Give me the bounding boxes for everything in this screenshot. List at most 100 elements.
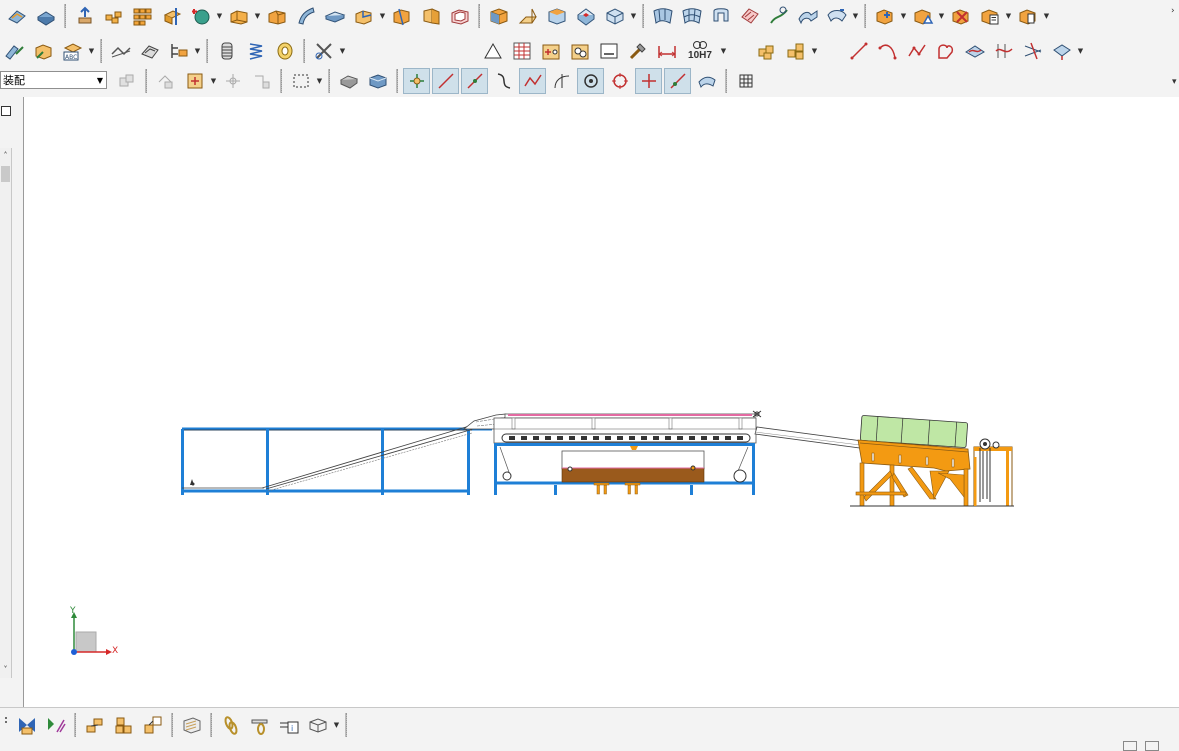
spline-tool-icon[interactable] bbox=[932, 38, 959, 64]
arc-tool-icon[interactable] bbox=[874, 38, 901, 64]
assembly-parts-icon[interactable] bbox=[753, 38, 780, 64]
snap-point-icon[interactable] bbox=[219, 68, 246, 94]
panel-restore-icon[interactable] bbox=[1, 106, 11, 116]
draft-face-icon[interactable] bbox=[543, 3, 570, 29]
dropdown-arrow[interactable]: ▼ bbox=[1005, 11, 1012, 20]
line-tool-icon[interactable] bbox=[845, 38, 872, 64]
dropdown-arrow[interactable]: ▼ bbox=[720, 46, 727, 55]
triad-select-icon[interactable] bbox=[181, 68, 208, 94]
snap-tangent-icon[interactable] bbox=[490, 68, 517, 94]
smart-snap-icon[interactable] bbox=[403, 68, 430, 94]
dropdown-arrow[interactable]: ▼ bbox=[210, 77, 217, 85]
fastener-link-icon[interactable] bbox=[246, 712, 273, 738]
scroll-up-icon[interactable]: ˄ bbox=[3, 151, 8, 160]
surface-extend-icon[interactable] bbox=[794, 3, 821, 29]
curve-offset-icon[interactable] bbox=[1048, 38, 1075, 64]
thicken-surface-icon[interactable] bbox=[321, 3, 348, 29]
insert-part-icon[interactable] bbox=[871, 3, 898, 29]
component-properties-icon[interactable] bbox=[976, 3, 1003, 29]
polyline-tool-icon[interactable] bbox=[903, 38, 930, 64]
dropdown-arrow[interactable]: ▼ bbox=[194, 46, 201, 55]
surface-finish-icon[interactable] bbox=[624, 38, 651, 64]
sketch-surface-icon[interactable] bbox=[3, 3, 30, 29]
table-grid-icon[interactable] bbox=[508, 38, 535, 64]
toolbar-overflow-chevron[interactable]: › bbox=[1171, 6, 1175, 16]
pattern-blocks-icon[interactable] bbox=[100, 3, 127, 29]
add-shape-icon[interactable] bbox=[187, 3, 214, 29]
loft-feature-icon[interactable] bbox=[417, 3, 444, 29]
solid-cube-icon[interactable] bbox=[485, 3, 512, 29]
tools-wrench-icon[interactable] bbox=[310, 38, 337, 64]
dimension-icon[interactable] bbox=[653, 38, 680, 64]
edit-part-icon[interactable] bbox=[1, 38, 28, 64]
surface-patch-icon[interactable] bbox=[649, 3, 676, 29]
assembly-constraint-icon[interactable] bbox=[909, 3, 936, 29]
bearing-feature-icon[interactable] bbox=[271, 38, 298, 64]
mesh-surface-icon[interactable] bbox=[678, 3, 705, 29]
dropdown-arrow[interactable]: ▼ bbox=[811, 46, 818, 55]
project-curve-icon[interactable] bbox=[961, 38, 988, 64]
link-parts-icon[interactable] bbox=[139, 712, 166, 738]
surface-blend-icon[interactable] bbox=[707, 3, 734, 29]
surface-trim-icon[interactable] bbox=[736, 3, 763, 29]
dropdown-arrow[interactable]: ▼ bbox=[852, 11, 859, 20]
lip-feature-icon[interactable] bbox=[136, 38, 163, 64]
offset-face-icon[interactable] bbox=[350, 3, 377, 29]
dropdown-arrow[interactable]: ▼ bbox=[379, 11, 386, 20]
shell-feature-icon[interactable] bbox=[225, 3, 252, 29]
group-parts-icon[interactable] bbox=[110, 712, 137, 738]
mirror-feature-icon[interactable] bbox=[158, 3, 185, 29]
intersect-curve-icon[interactable] bbox=[990, 38, 1017, 64]
assembly-render-icon[interactable] bbox=[304, 712, 331, 738]
dropdown-arrow[interactable]: ▼ bbox=[1077, 46, 1084, 55]
move-component-icon[interactable] bbox=[152, 68, 179, 94]
assembly-mode-combo[interactable]: 装配 ▼ bbox=[0, 71, 107, 89]
dropdown-arrow[interactable]: ▼ bbox=[900, 11, 907, 20]
snap-nearest-icon[interactable] bbox=[664, 68, 691, 94]
delete-component-icon[interactable] bbox=[947, 3, 974, 29]
dropdown-arrow[interactable]: ▼ bbox=[938, 11, 945, 20]
snap-grid-icon[interactable] bbox=[248, 68, 275, 94]
dropdown-arrow[interactable]: ▼ bbox=[1043, 11, 1050, 20]
dropdown-arrow[interactable]: ▼ bbox=[88, 46, 95, 55]
dropdown-arrow[interactable]: ▼ bbox=[333, 721, 340, 729]
grid-display-icon[interactable] bbox=[732, 68, 759, 94]
hole-feature-icon[interactable] bbox=[165, 38, 192, 64]
extrude-surface-icon[interactable] bbox=[32, 3, 59, 29]
note-text-icon[interactable] bbox=[595, 38, 622, 64]
dropdown-arrow[interactable]: ▼ bbox=[254, 11, 261, 20]
explode-view-icon[interactable] bbox=[1014, 3, 1041, 29]
surface-fill-icon[interactable] bbox=[823, 3, 850, 29]
dropdown-arrow[interactable]: ▼ bbox=[316, 77, 323, 85]
replace-part-icon[interactable] bbox=[30, 38, 57, 64]
dropdown-arrow[interactable]: ▼ bbox=[630, 11, 637, 20]
curve-split-icon[interactable] bbox=[1019, 38, 1046, 64]
render-view-icon[interactable] bbox=[364, 68, 391, 94]
snap-endpoint-icon[interactable] bbox=[432, 68, 459, 94]
dropdown-arrow[interactable]: ▼ bbox=[339, 46, 346, 55]
panel-vertical-scrollbar[interactable]: ˄ ˅ bbox=[0, 148, 12, 678]
triangle-shape-icon[interactable] bbox=[479, 38, 506, 64]
component-filter-icon[interactable] bbox=[113, 68, 140, 94]
box-feature-icon[interactable] bbox=[263, 3, 290, 29]
insert-element-icon[interactable] bbox=[81, 712, 108, 738]
balloon-annotation-icon[interactable] bbox=[566, 38, 593, 64]
dropdown-arrow[interactable]: ▼ bbox=[216, 11, 223, 20]
wireframe-cube-icon[interactable] bbox=[601, 3, 628, 29]
chamfer-edge-icon[interactable] bbox=[572, 3, 599, 29]
pull-feature-icon[interactable] bbox=[71, 3, 98, 29]
align-parts-icon[interactable] bbox=[42, 712, 69, 738]
thread-feature-icon[interactable] bbox=[213, 38, 240, 64]
text-engrave-icon[interactable]: ABC bbox=[59, 38, 86, 64]
rib-feature-icon[interactable] bbox=[107, 38, 134, 64]
snap-center-icon[interactable] bbox=[577, 68, 604, 94]
toolbar-overflow-chevron[interactable]: ▾ bbox=[1172, 77, 1177, 87]
fold-sheet-icon[interactable] bbox=[514, 3, 541, 29]
assembly-group-icon[interactable] bbox=[782, 38, 809, 64]
box-select-icon[interactable] bbox=[287, 68, 314, 94]
component-info-icon[interactable]: i bbox=[275, 712, 302, 738]
snap-curve-icon[interactable] bbox=[519, 68, 546, 94]
curve-on-surface-icon[interactable] bbox=[765, 3, 792, 29]
spring-feature-icon[interactable] bbox=[242, 38, 269, 64]
shaded-view-icon[interactable] bbox=[335, 68, 362, 94]
